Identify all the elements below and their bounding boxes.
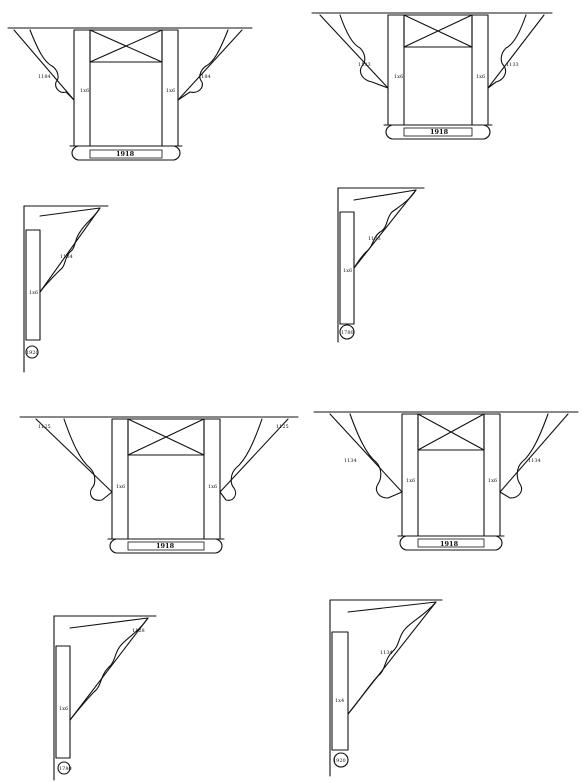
post-right-label: 1x6: [476, 74, 485, 80]
post-right-label: 1x6: [208, 484, 217, 490]
figure-double-bracket-3: 1x6 1x6 1125 1125 1918: [19, 416, 299, 554]
post-left-label: 1x6: [80, 88, 89, 94]
bracket-right-label: 1133: [506, 62, 519, 68]
bracket-label: 1128: [132, 628, 145, 634]
bracket-left-label: 1125: [38, 424, 51, 430]
bracket-left-label: 1134: [344, 458, 357, 464]
post-right-label: 1x6: [488, 478, 497, 484]
post-left-label: 1x6: [116, 484, 125, 490]
bracket-right-label: 1134: [528, 458, 541, 464]
base-label: 1920: [26, 350, 39, 356]
figure-single-bracket-3: 1x6 1128 1780: [53, 615, 157, 781]
post-label: 1x4: [335, 698, 344, 704]
figure-double-bracket-1: 1x6 1x6 1184 1184 1918: [7, 27, 253, 161]
post-label: 1x6: [29, 290, 38, 296]
bracket-right-label: 1184: [198, 74, 211, 80]
figure-double-bracket-2: 1x6 1x6 1133 1133 1918: [311, 12, 553, 140]
base-label: 1918: [440, 540, 459, 548]
figure-single-bracket-1: 1x6 1184 1920: [23, 205, 109, 373]
base-label: 1920: [333, 758, 346, 764]
post-left-label: 1x6: [406, 478, 415, 484]
base-label: 1918: [430, 128, 449, 136]
figure-single-bracket-2: 1x6 1133 1780: [337, 187, 425, 343]
base-label: 1918: [156, 542, 175, 550]
base-label: 1780: [59, 766, 72, 772]
post-right-label: 1x6: [166, 88, 175, 94]
figure-double-bracket-4: 1x6 1x6 1134 1134 1918: [313, 411, 579, 551]
post-label: 1x6: [59, 706, 68, 712]
post-left-label: 1x6: [394, 74, 403, 80]
figure-single-bracket-4: 1x4 1134 1920: [329, 599, 443, 777]
bracket-label: 1184: [60, 254, 73, 260]
post-label: 1x6: [343, 268, 352, 274]
bracket-label: 1133: [368, 236, 381, 242]
bracket-left-label: 1184: [38, 74, 51, 80]
bracket-right-label: 1125: [276, 424, 289, 430]
base-label: 1918: [116, 150, 135, 158]
bracket-label: 1134: [380, 650, 393, 656]
bracket-left-label: 1133: [358, 62, 371, 68]
base-label: 1780: [341, 330, 354, 336]
